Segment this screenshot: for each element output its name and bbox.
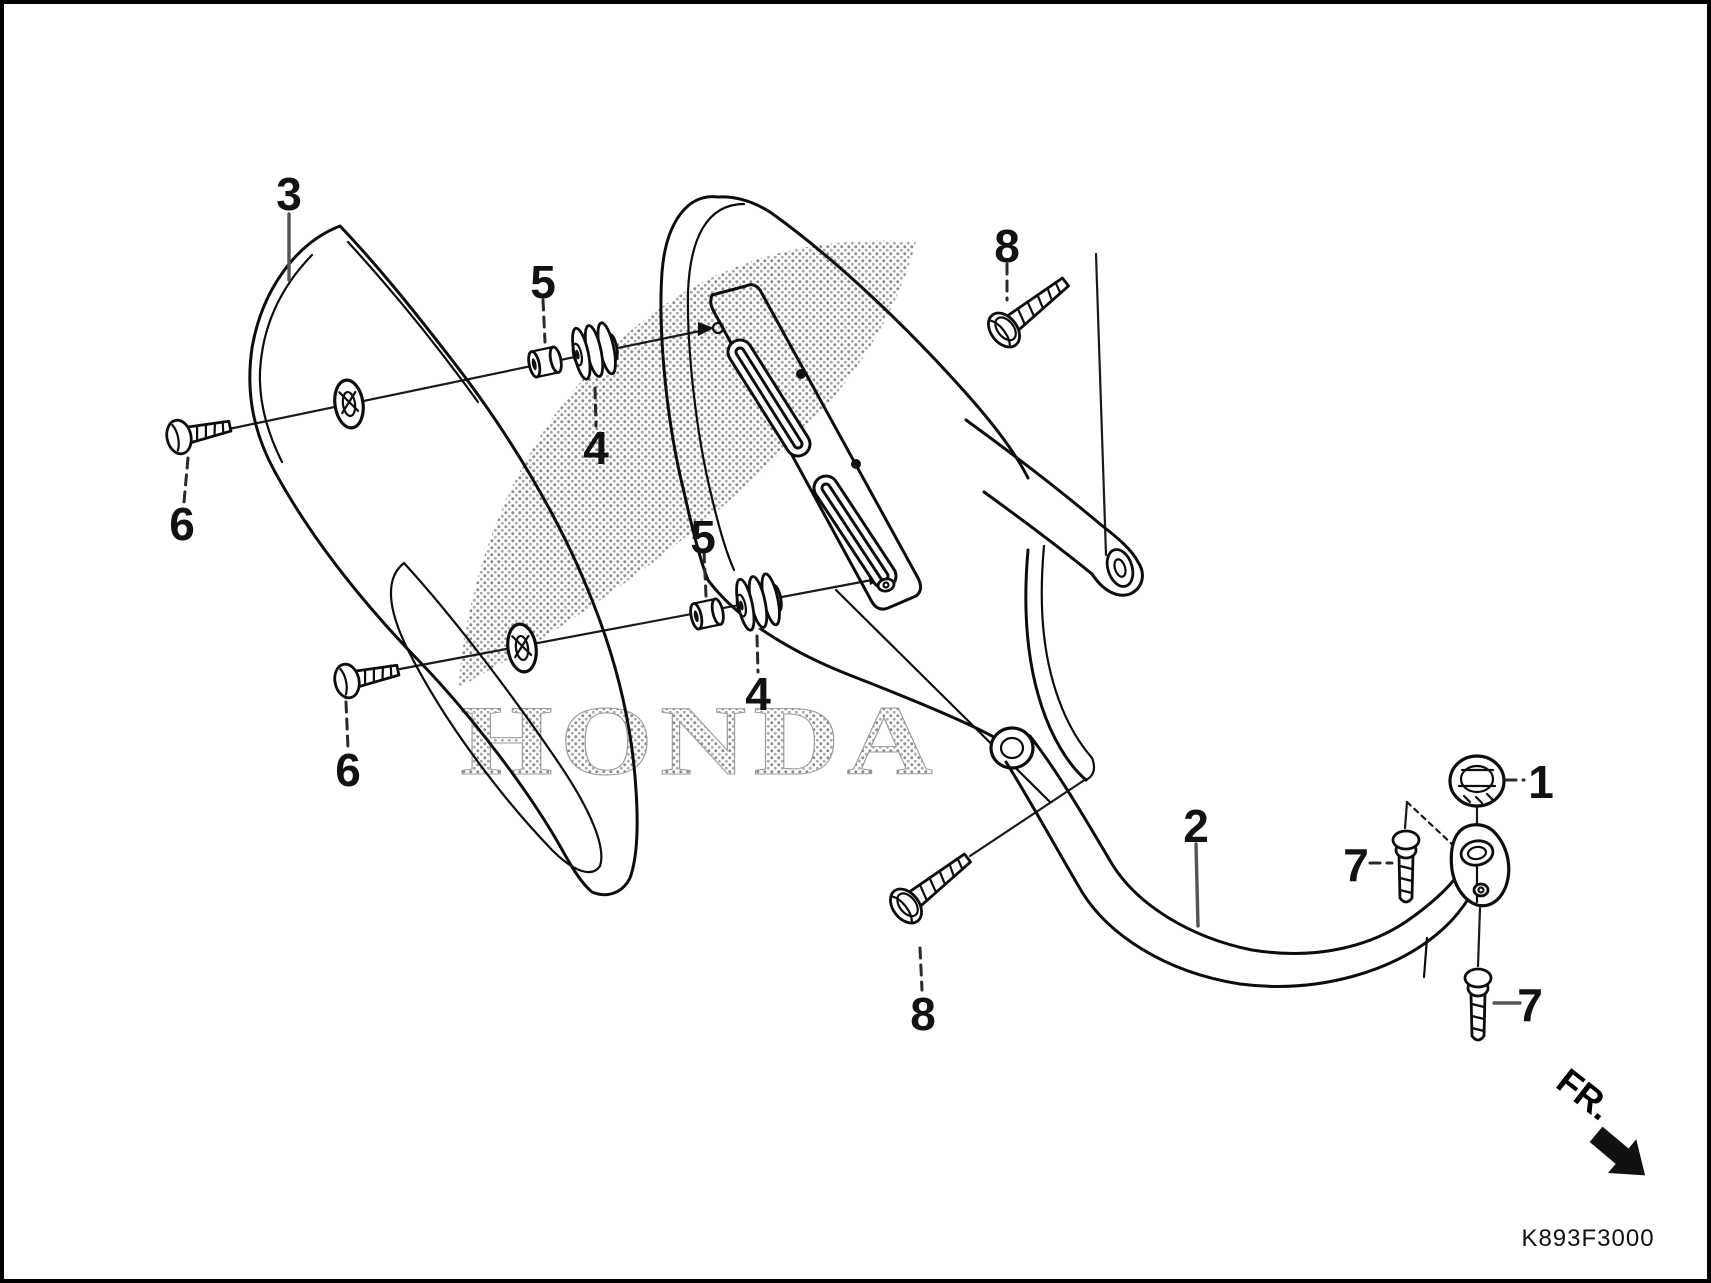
cover-grommet-hole-upper bbox=[333, 378, 365, 430]
exhaust-pipe bbox=[1004, 734, 1472, 988]
fr-direction-marker: FR. bbox=[1549, 1060, 1646, 1176]
callout-leaders bbox=[182, 212, 1526, 1005]
callouts: 3 5 4 8 6 5 4 6 8 2 1 7 7 bbox=[169, 168, 1554, 1040]
plate-slot-lower bbox=[812, 474, 898, 590]
honda-watermark-text: HONDA bbox=[460, 685, 940, 796]
bracket-bushing bbox=[1105, 548, 1135, 588]
flange-bolt-8-lower bbox=[889, 852, 972, 925]
callout-8-lower: 8 bbox=[910, 988, 936, 1040]
callout-4-lower: 4 bbox=[745, 668, 771, 720]
callout-6-lower: 6 bbox=[335, 744, 361, 796]
joint-bolt-7-upper bbox=[1391, 829, 1421, 904]
honda-wing-mark bbox=[458, 240, 916, 688]
cover-screw-6-upper bbox=[165, 418, 233, 456]
rear-mount-bracket bbox=[964, 418, 1144, 782]
plate-slot-upper bbox=[726, 338, 812, 458]
callout-6-upper: 6 bbox=[169, 498, 195, 550]
fr-label: FR. bbox=[1549, 1060, 1620, 1128]
callout-7-right: 7 bbox=[1517, 979, 1543, 1031]
part-code: K893F3000 bbox=[1521, 1225, 1654, 1252]
joint-bolt-7-lower bbox=[1463, 967, 1493, 1042]
callout-3: 3 bbox=[276, 168, 302, 220]
callout-5-upper: 5 bbox=[530, 256, 556, 308]
callout-7-left: 7 bbox=[1343, 839, 1369, 891]
rubber-grommet-4-upper bbox=[571, 321, 619, 381]
pipe-flange bbox=[1449, 823, 1511, 908]
mounting-plate bbox=[709, 283, 923, 611]
muffler-body bbox=[659, 195, 1144, 804]
honda-watermark: HONDA bbox=[458, 240, 940, 797]
fr-arrow-icon bbox=[1589, 1126, 1646, 1176]
protector-cover bbox=[248, 224, 639, 897]
callout-5-lower: 5 bbox=[690, 511, 716, 563]
cover-screw-6-lower bbox=[333, 662, 401, 700]
exhaust-gasket bbox=[1448, 754, 1506, 808]
collar-5-lower bbox=[689, 597, 725, 631]
callout-2: 2 bbox=[1183, 800, 1209, 852]
cover-grommet-hole-lower bbox=[506, 622, 538, 674]
muffler-outlet bbox=[989, 726, 1035, 770]
flange-bolt-8-upper bbox=[987, 276, 1070, 349]
cover-cutout bbox=[389, 561, 603, 874]
callout-8-upper: 8 bbox=[994, 220, 1020, 272]
callout-1: 1 bbox=[1528, 756, 1554, 808]
callout-4-upper: 4 bbox=[583, 422, 609, 474]
rubber-grommet-4-lower bbox=[735, 572, 783, 632]
collar-5-upper bbox=[527, 345, 563, 379]
